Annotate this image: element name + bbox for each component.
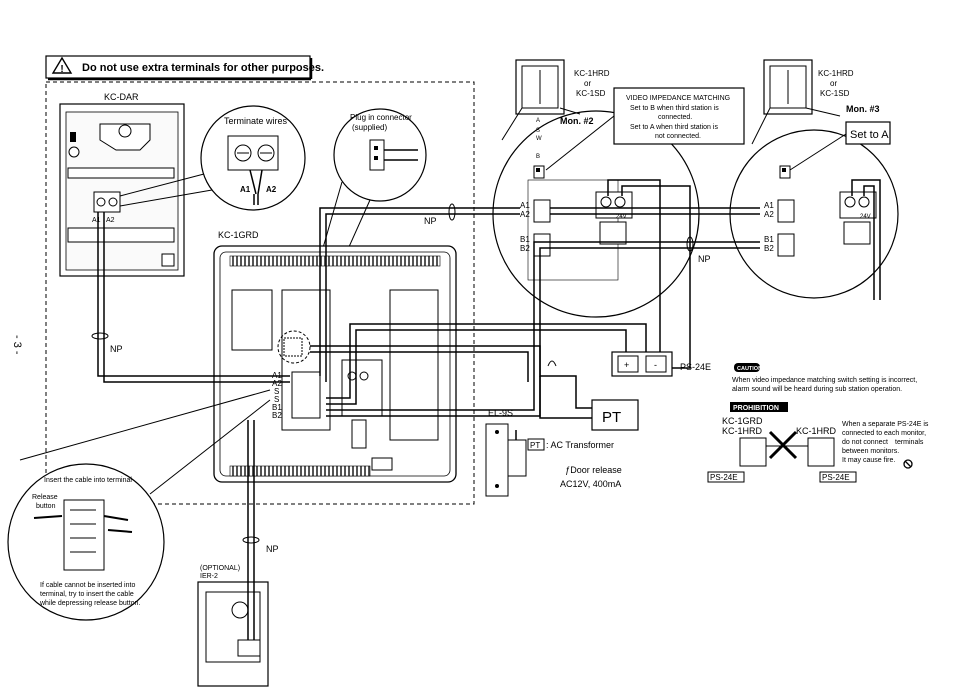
svg-text:A1: A1 — [520, 201, 530, 210]
svg-text:connected to each monitor,: connected to each monitor, — [842, 430, 926, 437]
prohibition-section: PROHIBITION KC-1GRD KC-1HRD KC-1HRD PS-2… — [707, 402, 929, 483]
svg-text:24V: 24V — [860, 214, 871, 220]
svg-text:B1: B1 — [764, 235, 774, 244]
svg-text:Set to B when third station is: Set to B when third station is — [630, 105, 719, 112]
kc-1grd-terminal: S — [274, 395, 279, 404]
mon3-model-line2: KC-1SD — [820, 89, 850, 98]
warning-text: Do not use extra terminals for other pur… — [82, 62, 324, 74]
terminate-wires-title: Terminate wires — [224, 116, 288, 126]
kc-1grd-area — [45, 81, 475, 505]
kc-dar-unit: KC-DAR A1 A2 — [59, 92, 185, 277]
insert-cable-title: Insert the cable into terminal — [44, 477, 132, 484]
warning-banner: ! Do not use extra terminals for other p… — [45, 55, 324, 81]
el-9s-label: EL-9S — [488, 408, 513, 418]
np-label: NP — [266, 544, 279, 554]
ps-24e-supply: + - PS-24E — [611, 351, 711, 377]
no-fire-icon — [903, 459, 913, 469]
mon3-model-or: or — [830, 79, 837, 88]
svg-text:-: - — [654, 360, 657, 370]
monitor-3: KC-1HRD or KC-1SD Mon. #3 Set to A A1 A2… — [729, 59, 899, 299]
mon3-model-line1: KC-1HRD — [818, 69, 854, 78]
pt-label: PT — [602, 409, 621, 426]
svg-text:A2: A2 — [106, 217, 115, 224]
svg-text:When video impedance matching: When video impedance matching switch set… — [732, 377, 917, 384]
svg-text:A1: A1 — [764, 201, 774, 210]
np-label: NP — [110, 344, 123, 354]
door-release: EL-9S ƒDoor release AC12V, 400mA — [485, 408, 622, 497]
svg-text:+: + — [624, 360, 629, 370]
svg-text:alarm sound will be heard duri: alarm sound will be heard during sub sta… — [732, 386, 902, 393]
door-release-line1: ƒDoor release — [558, 465, 622, 475]
caution-badge: CAUTION — [737, 366, 762, 372]
svg-text:KC-1HRD: KC-1HRD — [796, 426, 837, 436]
plug-connector-line2: (supplied) — [352, 123, 387, 132]
svg-text:24V: 24V — [616, 214, 627, 220]
kc-1grd-terminal: B2 — [272, 411, 282, 420]
svg-text:A2: A2 — [266, 185, 277, 194]
ier-2-unit: (OPTIONAL) IER-2 — [197, 565, 269, 687]
svg-text:terminal, try to insert the ca: terminal, try to insert the cable — [40, 591, 134, 598]
set-to-a-note: Set to A — [850, 129, 889, 141]
svg-text:(OPTIONAL): (OPTIONAL) — [200, 565, 240, 572]
svg-text:B: B — [536, 154, 540, 160]
insert-cable-callout: Insert the cable into terminal Release b… — [7, 389, 271, 621]
kc-1grd-label: KC-1GRD — [218, 230, 259, 240]
svg-text:B2: B2 — [520, 244, 530, 253]
svg-text:A2: A2 — [764, 210, 774, 219]
page-number: - 3 - — [11, 335, 23, 355]
svg-text:PS-24E: PS-24E — [710, 473, 738, 482]
mon2-model-line2: KC-1SD — [576, 89, 606, 98]
kc-1grd-terminal: S — [274, 387, 279, 396]
np-label: NP — [424, 216, 437, 226]
svg-text:A1: A1 — [92, 217, 101, 224]
svg-text:A1: A1 — [240, 185, 251, 194]
terminate-wires-callout: Terminate wires A1 A2 — [119, 105, 306, 211]
svg-text:button: button — [36, 503, 56, 510]
svg-text:When a separate PS-24E is: When a separate PS-24E is — [842, 421, 929, 428]
kc-1grd-terminal: B1 — [272, 403, 282, 412]
pt-transformer: PT PT : AC Transformer — [527, 399, 639, 451]
plug-connector-line1: Plug in connector — [350, 113, 412, 122]
svg-text:A2: A2 — [520, 210, 530, 219]
np-label: NP — [698, 254, 711, 264]
mon2-title: Mon. #2 — [560, 116, 594, 126]
warning-triangle-icon: ! — [51, 56, 73, 75]
svg-text:not connected.: not connected. — [655, 133, 701, 140]
ps-24e-label: PS-24E — [680, 362, 711, 372]
prohibition-badge: PROHIBITION — [733, 405, 779, 412]
svg-text:Set to A when third station is: Set to A when third station is — [630, 124, 718, 131]
svg-text:PT: PT — [530, 441, 540, 450]
pt-legend-text: : AC Transformer — [546, 440, 614, 450]
video-impedance-title: VIDEO IMPEDANCE MATCHING — [626, 95, 730, 102]
svg-text:It may cause fire.: It may cause fire. — [842, 457, 895, 464]
plug-connector-callout: Plug in connector (supplied) — [294, 108, 427, 346]
svg-text:PS-24E: PS-24E — [822, 473, 850, 482]
video-impedance-note: VIDEO IMPEDANCE MATCHING Set to B when t… — [545, 87, 745, 171]
caution-section: CAUTION When video impedance matching sw… — [732, 363, 917, 393]
svg-text:while depressing release butto: while depressing release button. — [39, 600, 140, 607]
kc-dar-label: KC-DAR — [104, 92, 139, 102]
kc-1grd-unit: KC-1GRD A1 A2 S S B1 B2 — [213, 230, 457, 483]
svg-text:B2: B2 — [764, 244, 774, 253]
svg-text:If cable cannot be inserted in: If cable cannot be inserted into — [40, 582, 135, 589]
svg-text:B1: B1 — [520, 235, 530, 244]
svg-text:do not connect: do not connect — [842, 439, 888, 446]
mon2-model-line1: KC-1HRD — [574, 69, 610, 78]
svg-text:!: ! — [60, 64, 63, 75]
svg-text:between monitors.: between monitors. — [842, 448, 899, 455]
svg-text:connected.: connected. — [658, 114, 692, 121]
door-release-line2: AC12V, 400mA — [560, 479, 621, 489]
kc-1grd-terminal: A2 — [272, 379, 282, 388]
svg-text:Release: Release — [32, 494, 58, 501]
svg-text:IER-2: IER-2 — [200, 573, 218, 580]
svg-text:A: A — [536, 118, 540, 124]
svg-text:S: S — [536, 128, 540, 134]
svg-text:KC-1GRD: KC-1GRD — [722, 416, 763, 426]
svg-text:W: W — [536, 136, 542, 142]
mon2-model-or: or — [584, 79, 591, 88]
mon3-title: Mon. #3 — [846, 104, 880, 114]
svg-text:KC-1HRD: KC-1HRD — [722, 426, 763, 436]
svg-text:terminals: terminals — [895, 439, 924, 446]
